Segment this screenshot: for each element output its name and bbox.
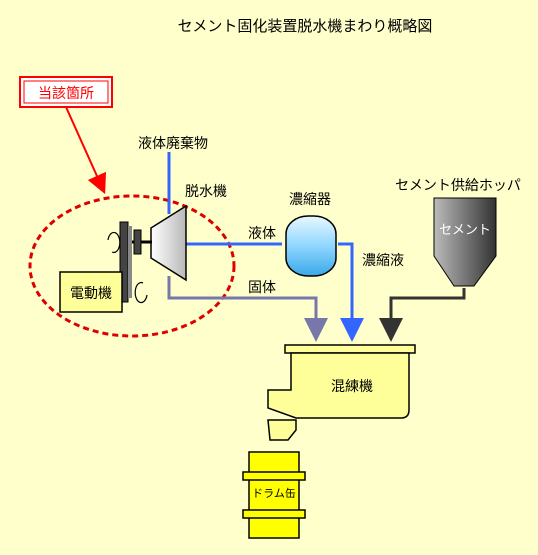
cement-line bbox=[379, 288, 466, 342]
diagram-title: セメント固化装置脱水機まわり概略図 bbox=[178, 17, 433, 35]
mixer-outlet bbox=[267, 419, 297, 441]
mixer-label: 混練機 bbox=[331, 379, 373, 395]
dehydrator-label: 脱水機 bbox=[185, 184, 227, 200]
liquid-label: 液体 bbox=[248, 226, 276, 242]
concentrate-label: 濃縮液 bbox=[362, 253, 404, 269]
solid-label: 固体 bbox=[248, 280, 276, 296]
cement-hopper-label: セメント供給ホッパ bbox=[395, 178, 521, 194]
motor-label: 電動機 bbox=[70, 286, 112, 302]
highlight-ellipse bbox=[28, 194, 236, 338]
concentrator-tank bbox=[285, 215, 337, 277]
cement-label: セメント bbox=[439, 223, 491, 238]
callout-box: 当該箇所 bbox=[19, 76, 113, 108]
concentrator-label: 濃縮器 bbox=[289, 192, 331, 208]
rotation-arrow-icon bbox=[107, 231, 121, 254]
drum: ドラム缶 bbox=[242, 451, 306, 539]
rotation-arrow-icon bbox=[134, 281, 148, 304]
motor: 電動機 bbox=[59, 271, 123, 313]
drum-label: ドラム缶 bbox=[252, 486, 296, 500]
concentrate-line bbox=[338, 242, 364, 342]
solid-line bbox=[167, 276, 328, 342]
liquid-waste-label: 液体廃棄物 bbox=[138, 135, 208, 152]
callout-arrow bbox=[65, 106, 107, 195]
mixer: 混練機 bbox=[267, 344, 416, 441]
dehydrator bbox=[150, 204, 187, 282]
cement-hopper: セメント bbox=[433, 197, 497, 287]
drive-pulley bbox=[107, 221, 152, 304]
callout-label: 当該箇所 bbox=[38, 85, 94, 102]
